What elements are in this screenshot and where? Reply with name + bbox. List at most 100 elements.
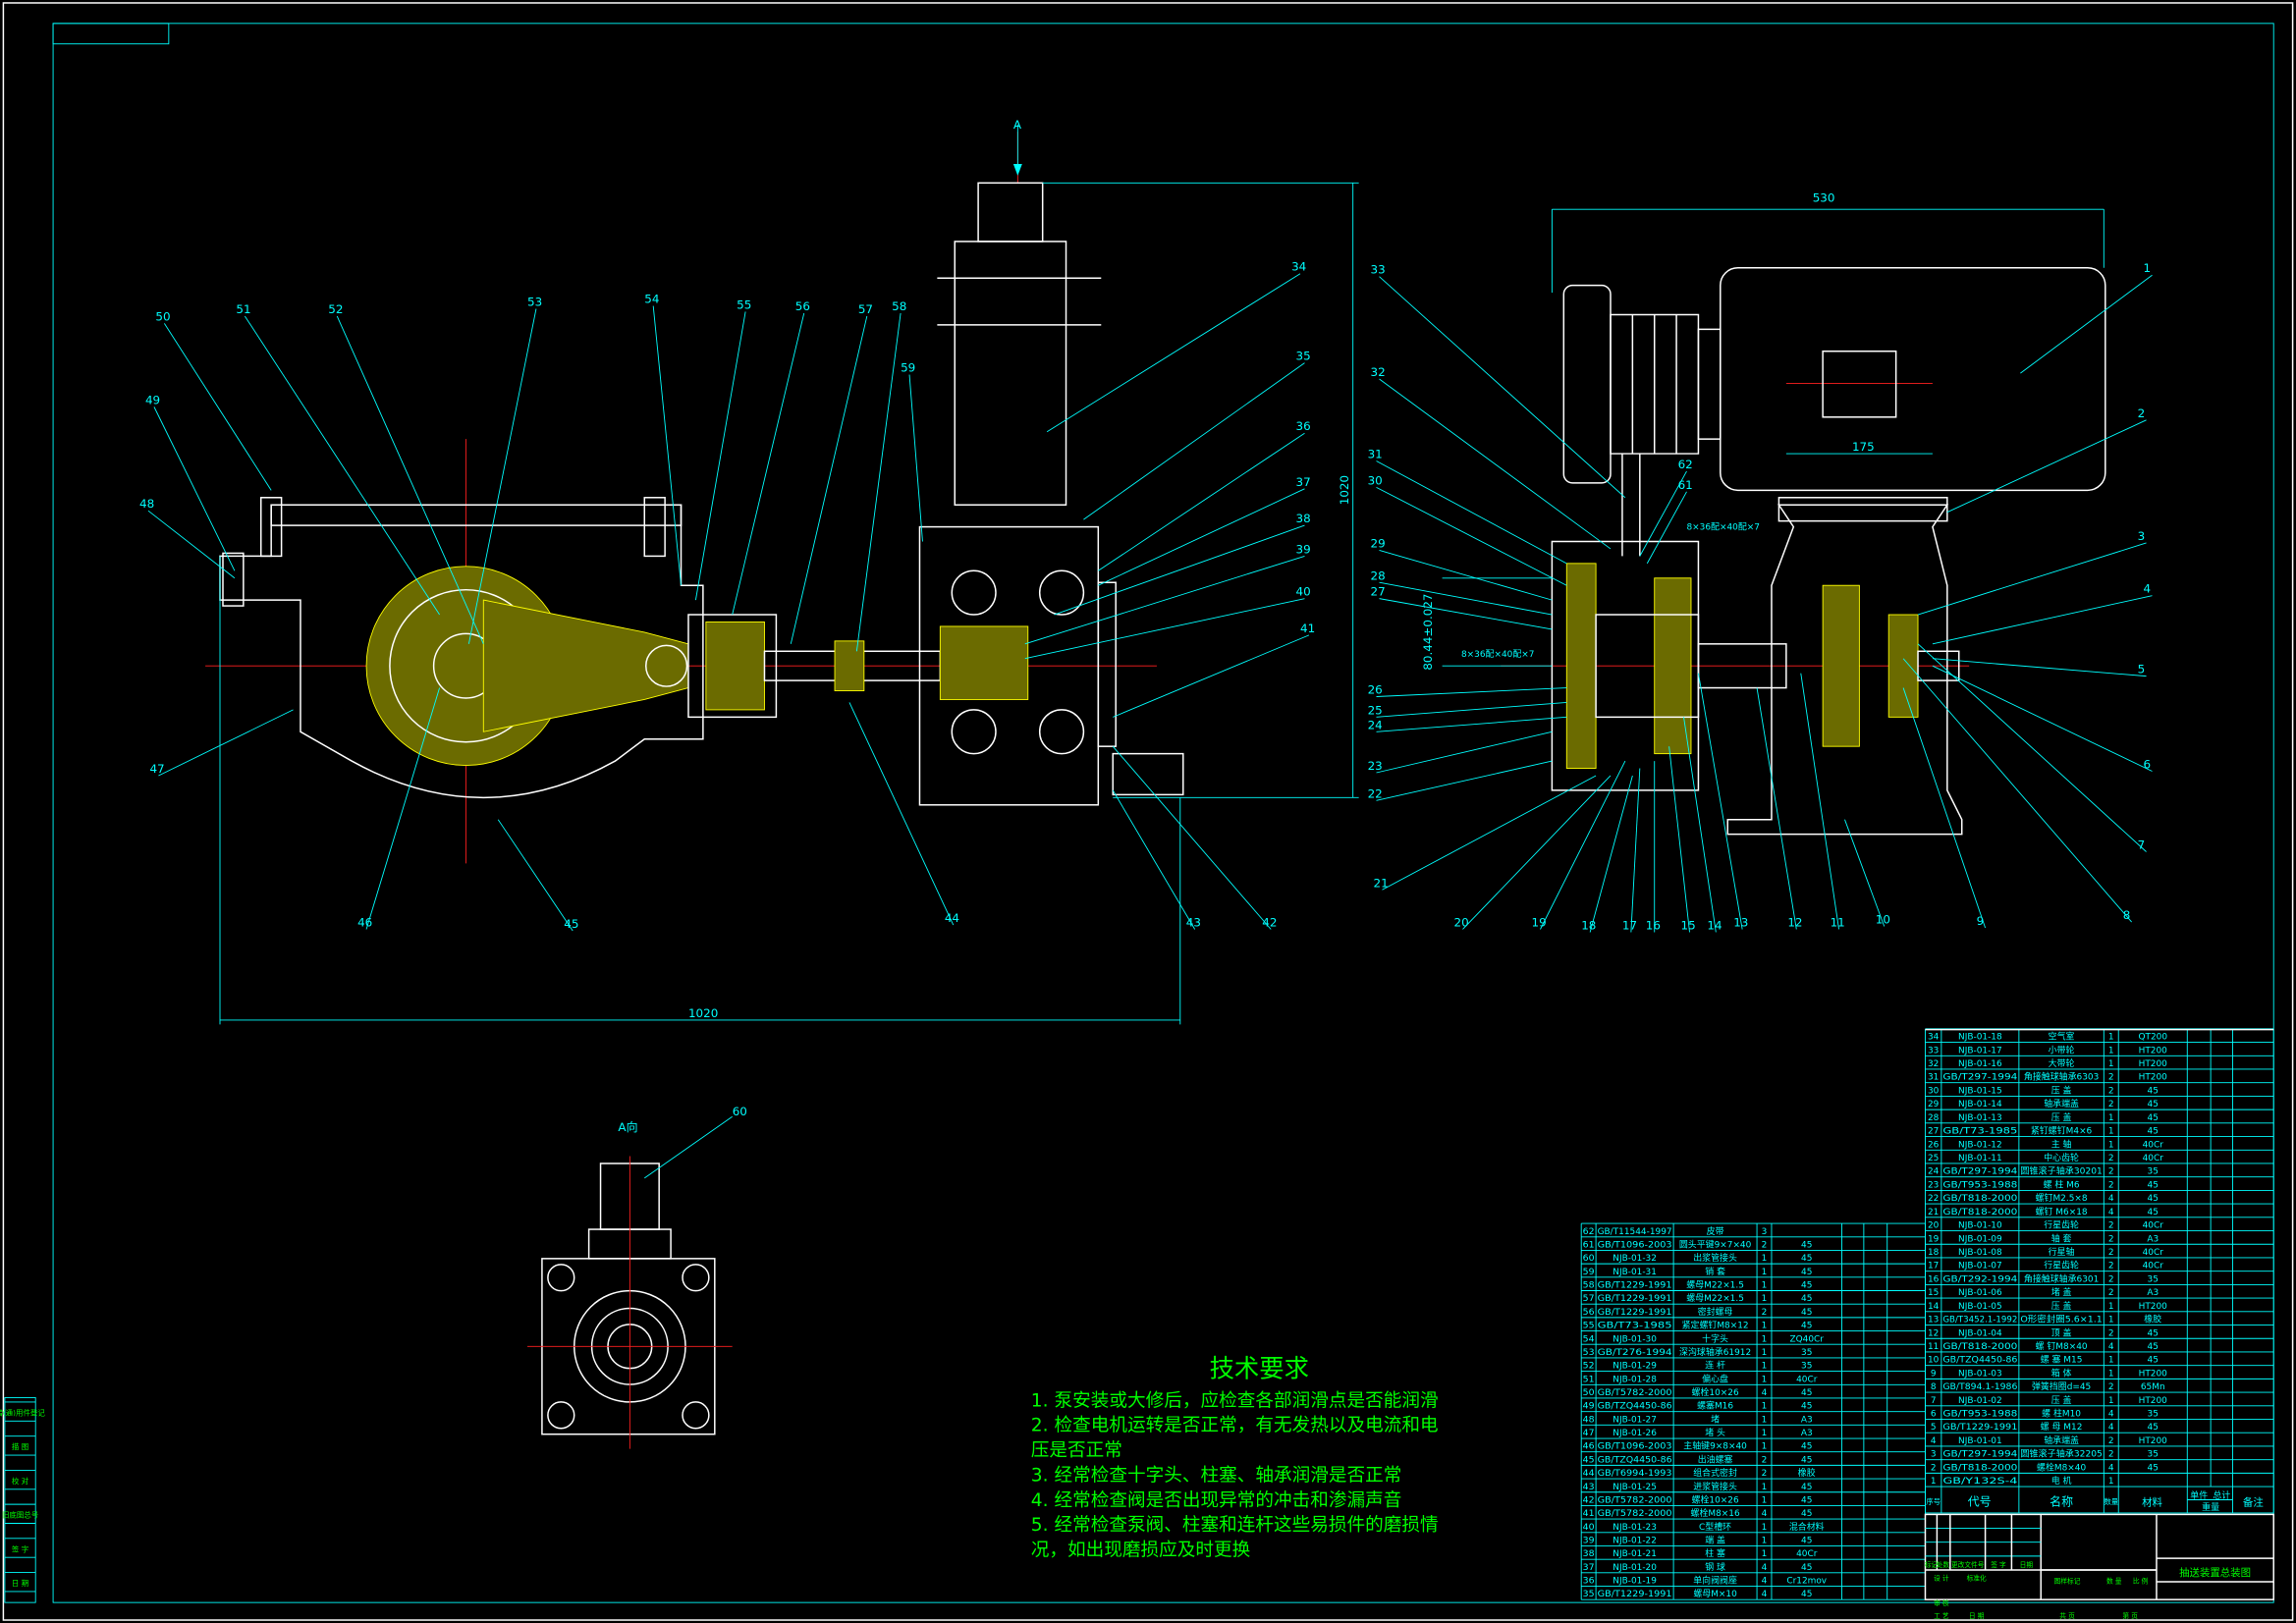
bom-material: QT200 xyxy=(2138,1033,2167,1043)
bom-no: 50 xyxy=(1583,1388,1595,1398)
bom-material: A3 xyxy=(2147,1234,2159,1244)
bom-material: ZQ40Cr xyxy=(1790,1334,1825,1344)
bom-code: NJB-01-11 xyxy=(1958,1154,2002,1163)
bom-material: 40Cr xyxy=(1796,1375,1818,1384)
part-label-62: 62 xyxy=(1678,458,1693,471)
bom-material: 40Cr xyxy=(2143,1140,2164,1150)
bom-material: 45 xyxy=(1801,1402,1812,1412)
bom-qty: 1 xyxy=(1762,1362,1768,1372)
bom-no: 39 xyxy=(1583,1536,1595,1545)
bom-material: 45 xyxy=(1801,1254,1812,1264)
bom-no: 18 xyxy=(1928,1248,1940,1258)
part-label-42: 42 xyxy=(1262,916,1277,930)
part-label-34: 34 xyxy=(1291,260,1306,274)
bom-name: 圆锥滚子轴承32205 xyxy=(2020,1448,2102,1460)
bom-material: HT200 xyxy=(2139,1396,2168,1406)
crosshead xyxy=(705,622,765,711)
bom-name: 空气室 xyxy=(2049,1031,2075,1043)
bom-material: Cr12mov xyxy=(1786,1577,1827,1587)
part-label-25: 25 xyxy=(1368,703,1383,717)
part-label-39: 39 xyxy=(1296,542,1311,556)
bom-material: 45 xyxy=(2148,1127,2159,1137)
part-label-51: 51 xyxy=(236,302,250,316)
bom-material: 45 xyxy=(2148,1113,2159,1123)
bom-name: 角接触球轴承6303 xyxy=(2024,1071,2099,1083)
bom-code: NJB-01-21 xyxy=(1613,1549,1657,1559)
bom-no: 54 xyxy=(1583,1334,1595,1344)
part-label-15: 15 xyxy=(1681,918,1696,932)
leader-line xyxy=(153,406,236,571)
bom-no: 61 xyxy=(1583,1240,1595,1250)
bom-name: 轴 套 xyxy=(2051,1232,2072,1244)
leader-line xyxy=(652,305,682,586)
bom-code: GB/T1096-2003 xyxy=(1598,1240,1672,1250)
bom-name: 螺钉M2.5×8 xyxy=(2036,1193,2088,1204)
part-label-29: 29 xyxy=(1371,536,1386,550)
bom-material: HT200 xyxy=(2139,1059,2168,1069)
bom-qty: 1 xyxy=(2108,1140,2114,1150)
bom-qty: 1 xyxy=(1762,1375,1768,1384)
leader-line xyxy=(1668,746,1690,933)
bom-material: 35 xyxy=(2148,1167,2159,1177)
bom-name: 电 机 xyxy=(2051,1475,2072,1487)
bom-code: GB/T292-1994 xyxy=(1942,1274,2017,1284)
bom-qty: 2 xyxy=(2108,1450,2114,1460)
part-label-37: 37 xyxy=(1296,475,1311,489)
leader-line xyxy=(1932,595,2153,645)
bom-code: GB/T818-2000 xyxy=(1942,1342,2017,1352)
leader-line xyxy=(1844,819,1886,927)
bom-no: 21 xyxy=(1928,1208,1939,1217)
part-label-58: 58 xyxy=(892,299,906,313)
leader-line xyxy=(1540,760,1626,930)
leader-line xyxy=(848,702,955,926)
bom-qty: 2 xyxy=(2108,1167,2114,1177)
bom-no: 1 xyxy=(1931,1477,1937,1487)
bom-code: GB/T73-1985 xyxy=(1598,1322,1672,1331)
sidebar-label: 旧底图总号 xyxy=(2,1510,38,1520)
dim-175-text: 175 xyxy=(1852,440,1875,454)
part-label-21: 21 xyxy=(1374,876,1389,890)
leader-line xyxy=(1382,775,1597,891)
bom-qty: 1 xyxy=(1762,1348,1768,1358)
bom-qty: 1 xyxy=(2108,1059,2114,1069)
bom-no: 9 xyxy=(1931,1369,1937,1379)
bom-material: 45 xyxy=(1801,1495,1812,1505)
bom-qty: 1 xyxy=(1762,1402,1768,1412)
bom-name: 螺母M×10 xyxy=(1693,1589,1737,1599)
leader-line xyxy=(1932,658,2147,677)
bom-no: 2 xyxy=(1931,1463,1937,1473)
bom-name: 压 盖 xyxy=(2051,1111,2072,1123)
sidebar-label: 签 字 xyxy=(12,1543,28,1553)
bom-code: GB/T1229-1991 xyxy=(1942,1423,2017,1433)
bom-qty: 4 xyxy=(1762,1590,1768,1599)
bom-name: 压 盖 xyxy=(2051,1300,2072,1312)
bom-no: 10 xyxy=(1928,1356,1940,1366)
part-label-6: 6 xyxy=(2144,758,2152,772)
bom-name: C型槽环 xyxy=(1699,1521,1731,1533)
bom-name: 中心齿轮 xyxy=(2044,1152,2079,1163)
leader-line xyxy=(1462,775,1612,930)
bom-material: 45 xyxy=(1801,1388,1812,1398)
bom-material: 40Cr xyxy=(2143,1262,2164,1271)
title-block-label: 比 例 xyxy=(2133,1576,2149,1585)
leader-line xyxy=(244,315,440,616)
bom-material: 45 xyxy=(2148,1356,2159,1366)
part-label-20: 20 xyxy=(1454,916,1469,930)
bom-qty: 1 xyxy=(2108,1396,2114,1406)
bom-qty: 1 xyxy=(2108,1302,2114,1312)
bom-code: NJB-01-04 xyxy=(1958,1328,2002,1338)
bom-code: GB/T73-1985 xyxy=(1942,1127,2017,1137)
bom-name: 出油螺塞 xyxy=(1698,1453,1733,1465)
bom-material: 45 xyxy=(1801,1281,1812,1291)
bom-name: 密封螺母 xyxy=(1698,1306,1733,1318)
